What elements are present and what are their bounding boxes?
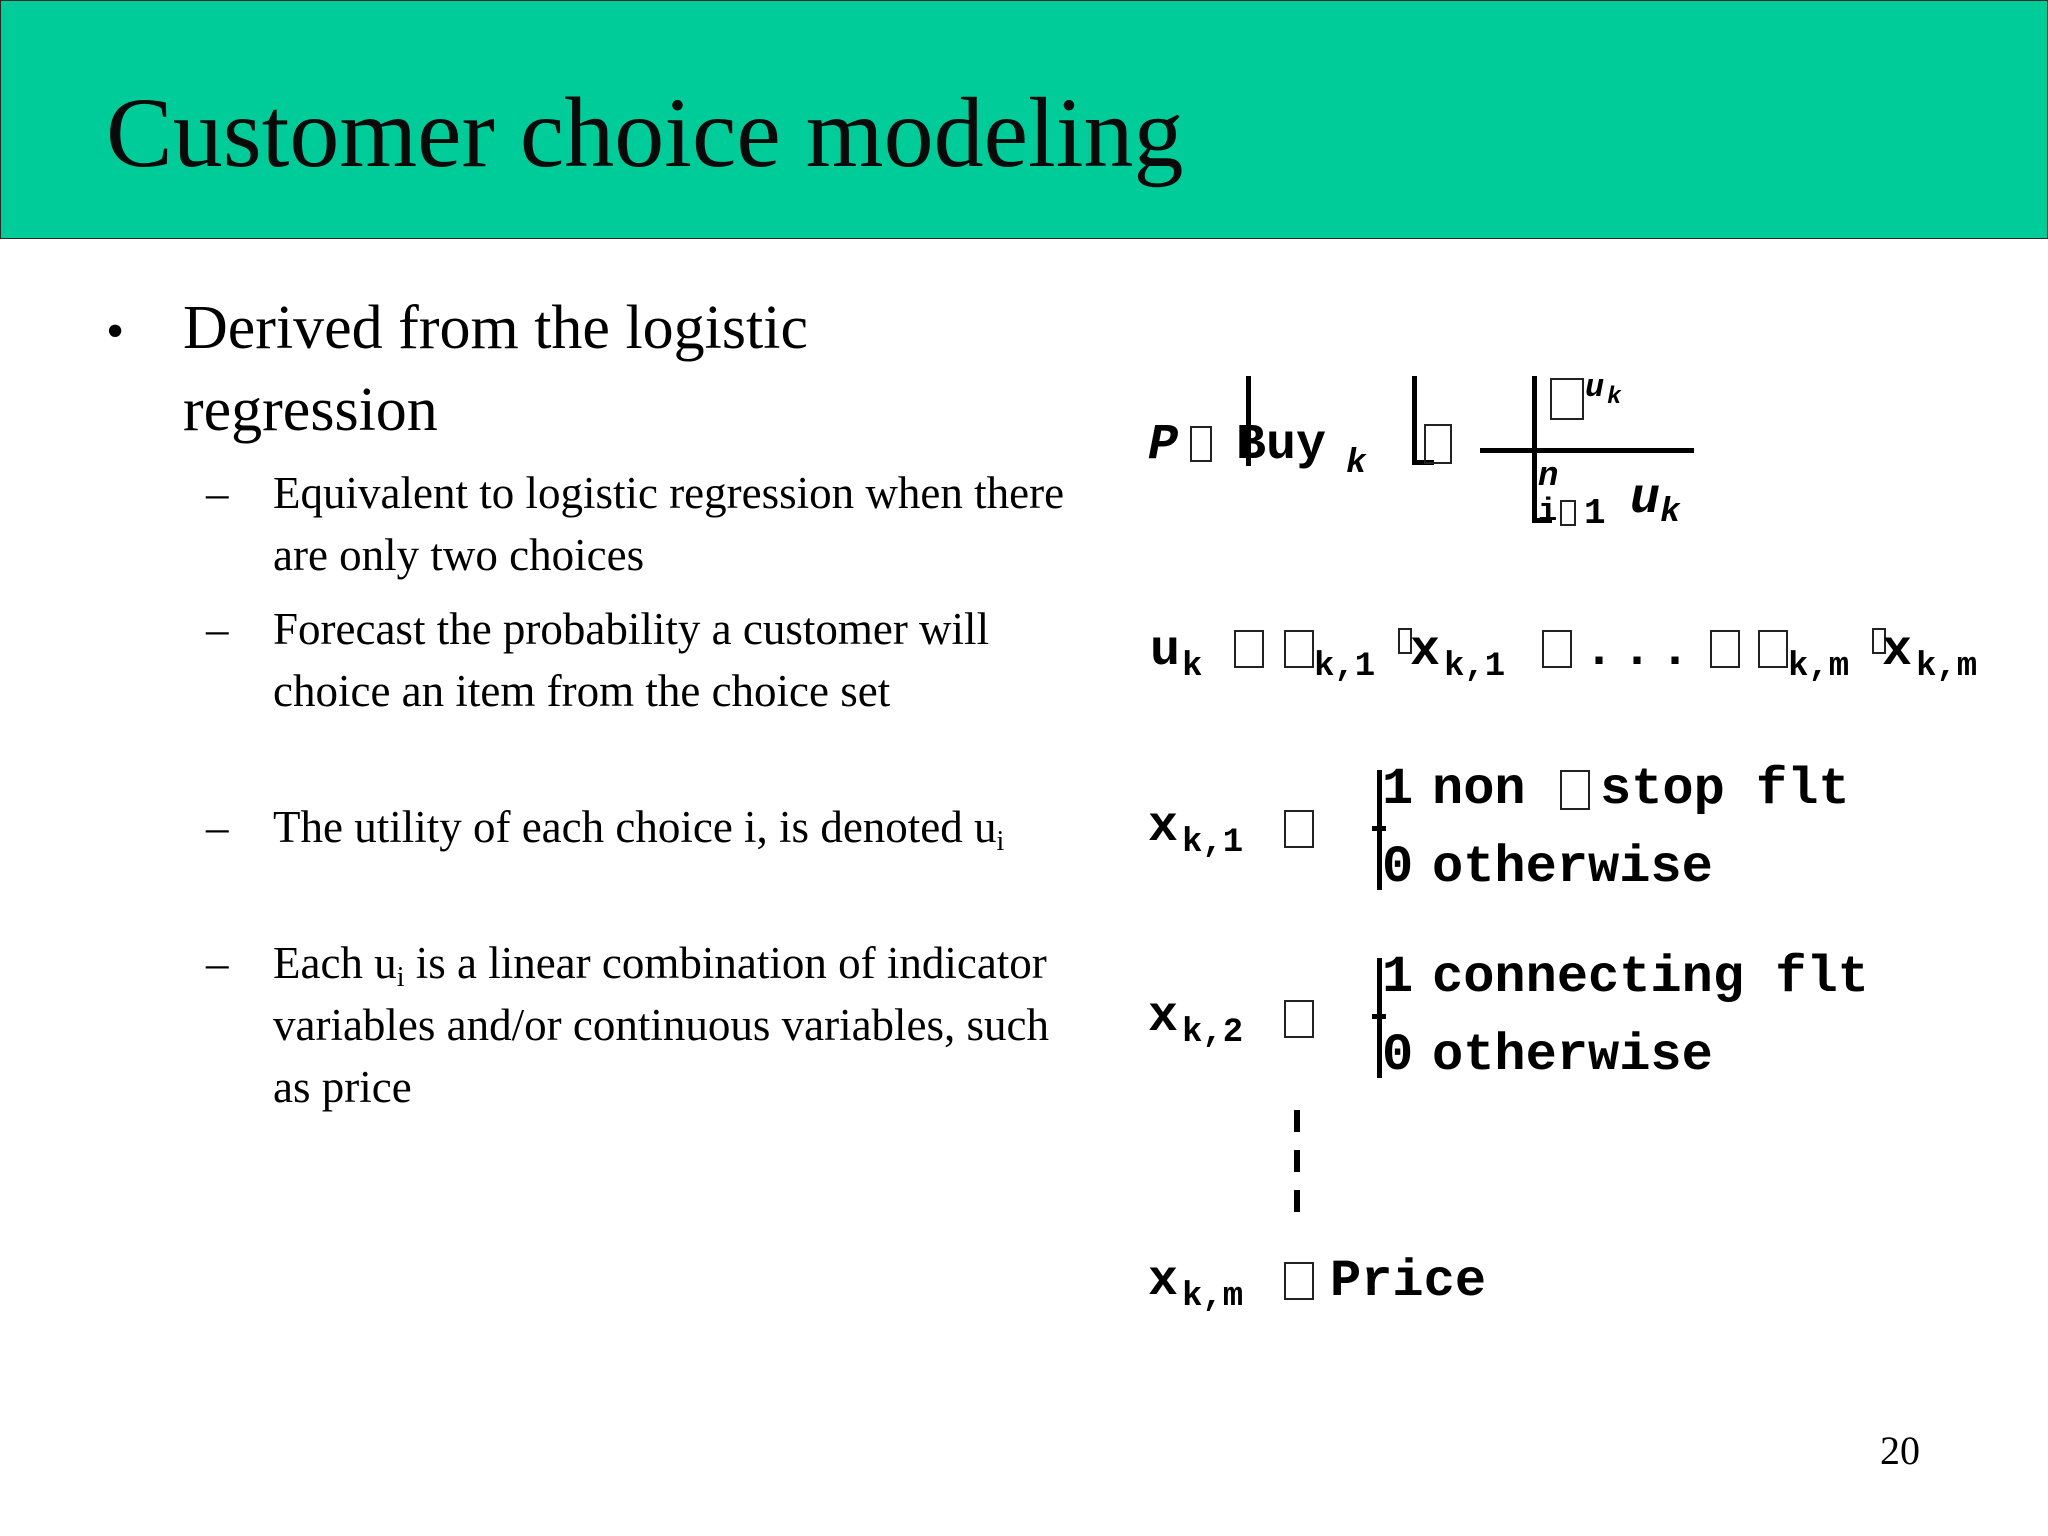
x2-case1-text: connecting flt: [1432, 948, 1869, 1007]
plus-glyph: [1710, 630, 1740, 673]
sigma-foot: [1532, 518, 1552, 523]
dash-segment: [1294, 1110, 1300, 1132]
page-number: 20: [1880, 1428, 1920, 1473]
subscript: i: [396, 962, 405, 993]
x2-case2-text: otherwise: [1432, 1026, 1713, 1085]
sub-item-text: Forecast the probability a customer will…: [273, 604, 990, 716]
beta-sub-m: k,m: [1788, 648, 1850, 686]
bullet-text: Derived from the logistic regression: [183, 294, 808, 444]
bullet-marker: •: [106, 303, 125, 360]
eq-p: P: [1148, 417, 1179, 474]
ellipsis: ...: [1584, 623, 1699, 680]
sigma-bar: [1532, 376, 1537, 448]
sum-equals-glyph: [1560, 500, 1576, 531]
brace-notch: [1372, 826, 1386, 831]
sub-item-text: The utility of each choice i, is denoted…: [273, 796, 1073, 858]
equals-glyph: [1424, 424, 1452, 469]
x1-label-sub: k,1: [1182, 824, 1244, 862]
dash-segment: [1294, 1190, 1300, 1212]
xm-value: Price: [1330, 1252, 1487, 1311]
numerator-exponent: u: [1585, 369, 1605, 406]
exp-glyph: [1550, 378, 1584, 425]
dash-marker: –: [206, 802, 229, 852]
beta-glyph: [1284, 630, 1314, 673]
x1-case2-value: 0: [1382, 838, 1414, 897]
eq-buy-subscript: k: [1346, 445, 1367, 483]
xm-label-sub: k,m: [1182, 1278, 1244, 1316]
x2-label-sub: k,2: [1182, 1014, 1244, 1052]
paren-left: [1246, 376, 1251, 466]
title-bar: [0, 0, 2048, 239]
x1-case1-text-a: non: [1432, 760, 1526, 819]
sum-lower-limit: 1: [1584, 493, 1606, 534]
sub-item-text: Each ui is a linear combination of indic…: [273, 932, 1073, 1118]
paren-right-foot: [1412, 460, 1434, 465]
utility-u: u: [1150, 623, 1181, 680]
denominator-u: u: [1630, 471, 1661, 528]
dash-marker: –: [206, 604, 229, 654]
equals-glyph: [1284, 1262, 1314, 1305]
paren-right: [1412, 376, 1417, 464]
fraction-bar: [1480, 448, 1694, 453]
xm-label: x: [1148, 1253, 1179, 1310]
equals-glyph: [1284, 1000, 1314, 1043]
equals-glyph: [1234, 630, 1264, 673]
denominator-u-sub: k: [1660, 494, 1681, 532]
plus-glyph: [1542, 630, 1572, 673]
x1-case1-value: 1: [1382, 760, 1414, 819]
x2-case1-value: 1: [1382, 948, 1414, 1007]
beta-glyph: [1758, 630, 1788, 673]
sub-item-text: Equivalent to logistic regression when t…: [273, 468, 1065, 580]
x-term-m: x: [1882, 623, 1913, 680]
x-term-m-sub: k,m: [1916, 648, 1978, 686]
dash-marker: –: [206, 468, 229, 518]
subscript: i: [996, 826, 1005, 857]
sigma-bar-lower: [1532, 453, 1537, 523]
x2-case2-value: 0: [1382, 1026, 1414, 1085]
brace-notch: [1372, 1014, 1386, 1019]
x1-case2-text: otherwise: [1432, 838, 1713, 897]
hyphen-glyph: [1560, 770, 1590, 815]
sub-item-text-after: is a linear combination of indicator var…: [273, 938, 1050, 1112]
x-term-1-sub: k,1: [1444, 648, 1506, 686]
eq-buy: Buy: [1236, 417, 1327, 474]
dash-marker: –: [206, 938, 229, 988]
sub-item-text-before: Each u: [273, 938, 397, 988]
sum-index: i: [1538, 493, 1558, 530]
equals-glyph: [1284, 810, 1314, 853]
multiply-glyph: [1398, 628, 1412, 659]
slide-title: Customer choice modeling: [106, 77, 1184, 188]
utility-u-sub: k: [1182, 648, 1203, 686]
x2-label: x: [1148, 989, 1179, 1046]
sum-upper-limit: n: [1538, 458, 1559, 496]
x1-case1-text-b: stop flt: [1600, 760, 1850, 819]
placeholder-glyph: [1190, 426, 1212, 467]
beta-sub-1: k,1: [1314, 648, 1376, 686]
x-term-1: x: [1410, 623, 1441, 680]
sub-item-text-before: The utility of each choice i, is denoted…: [273, 802, 997, 852]
multiply-glyph: [1872, 628, 1886, 659]
x1-label: x: [1148, 799, 1179, 856]
numerator-exponent-sub: k: [1607, 384, 1622, 411]
dash-segment: [1294, 1150, 1300, 1172]
